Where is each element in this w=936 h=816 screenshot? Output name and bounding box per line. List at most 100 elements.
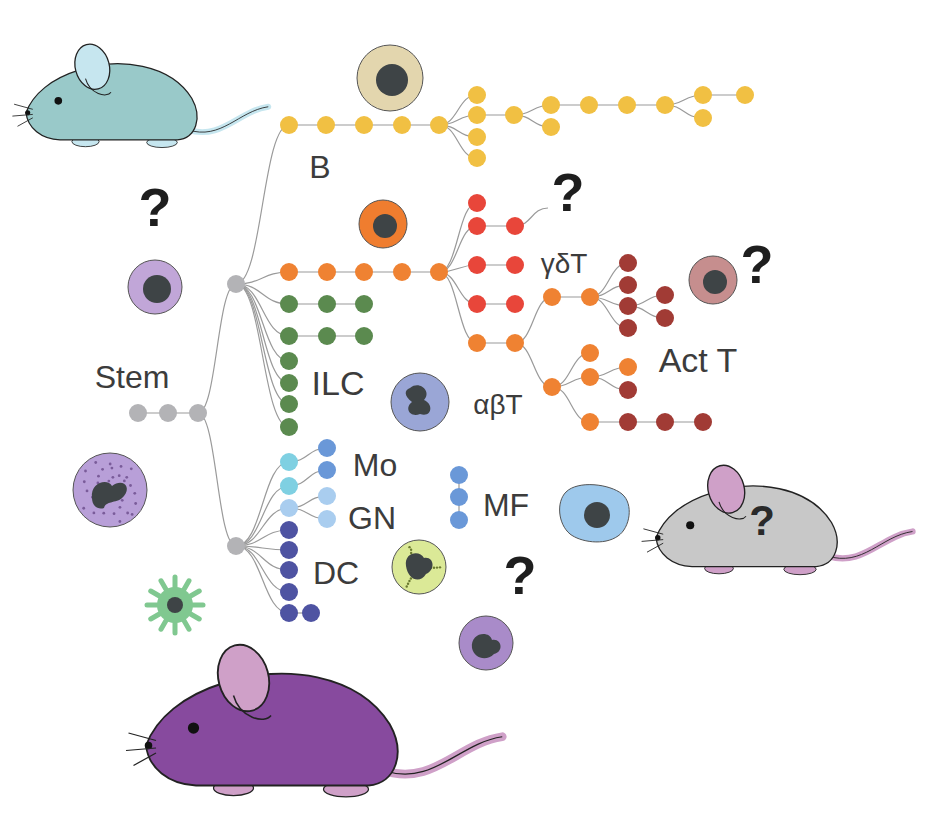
cell-dot	[468, 106, 486, 124]
cell-dot	[280, 541, 298, 559]
cell-dot	[694, 413, 712, 431]
cell-dot	[430, 263, 448, 281]
cell-dot	[468, 194, 486, 212]
cell-dot	[581, 368, 599, 386]
cell-dot	[393, 263, 411, 281]
branch-line	[236, 125, 289, 284]
cell-dot	[280, 116, 298, 134]
lineage-label: DC	[313, 557, 359, 589]
cell-dot	[280, 477, 298, 495]
cell-dot	[280, 263, 298, 281]
cell-dot	[581, 344, 599, 362]
cell-dot	[450, 466, 468, 484]
mouse-figure	[12, 40, 268, 147]
cell-dot	[318, 263, 336, 281]
cell-dot	[227, 275, 245, 293]
cell-dot	[468, 128, 486, 146]
cell-dot	[355, 263, 373, 281]
cell-dot	[280, 327, 298, 345]
cell-dot	[189, 404, 207, 422]
cell-dot	[656, 96, 674, 114]
cell-dot	[280, 374, 298, 392]
question-mark: ?	[552, 165, 585, 219]
cell-dot	[318, 510, 336, 528]
cell-dot	[656, 413, 674, 431]
cell-dot	[694, 109, 712, 127]
lineage-label: ILC	[312, 366, 365, 400]
branch-line	[198, 284, 236, 413]
cell-dot	[318, 487, 336, 505]
cell-dot	[280, 453, 298, 471]
cell-dot	[280, 521, 298, 539]
cell-dot	[280, 418, 298, 436]
cell-dot	[619, 276, 637, 294]
mouse-figure	[126, 639, 502, 797]
cell-dot	[694, 86, 712, 104]
cell-dot	[619, 358, 637, 376]
branch-line	[236, 284, 289, 361]
cell-dot	[580, 96, 598, 114]
cell-dot	[542, 118, 560, 136]
cell-dot	[280, 352, 298, 370]
cell-dot	[318, 439, 336, 457]
cell-dot	[619, 254, 637, 272]
cell-dot	[393, 116, 411, 134]
cell-dot	[468, 217, 486, 235]
cell-dot	[355, 295, 373, 313]
cell-dot	[506, 217, 524, 235]
cell-dot	[619, 297, 637, 315]
cell-icon	[357, 45, 423, 111]
cell-dot	[318, 461, 336, 479]
cell-dot	[302, 604, 320, 622]
branch-line	[198, 413, 236, 546]
branch-line	[551, 104, 665, 105]
cell-dot	[581, 413, 599, 431]
lineage-label: B	[309, 151, 330, 183]
cell-dot	[355, 116, 373, 134]
lineage-branches	[138, 95, 745, 613]
cell-dot	[280, 295, 298, 313]
lineage-label: αβT	[473, 391, 522, 419]
lineage-label: GN	[348, 502, 396, 534]
cell-dot	[542, 96, 560, 114]
cell-dot	[355, 327, 373, 345]
lineage-label: Act T	[659, 343, 738, 377]
branch-line	[236, 546, 289, 613]
cell-dot	[318, 295, 336, 313]
cell-dot	[129, 404, 147, 422]
lineage-label: MF	[483, 489, 529, 521]
cell-dot	[317, 116, 335, 134]
dendritic-cell-icon	[147, 577, 203, 633]
question-mark: ?	[749, 500, 775, 542]
cell-icon	[73, 453, 147, 527]
question-mark: ?	[504, 548, 537, 602]
cell-icon	[391, 373, 449, 431]
mouse-figure	[642, 461, 913, 575]
cell-icon	[392, 540, 446, 594]
cell-dot	[468, 256, 486, 274]
cell-dot	[619, 413, 637, 431]
cell-dot	[543, 288, 561, 306]
cell-dot	[280, 395, 298, 413]
cell-icon	[359, 200, 407, 248]
branch-line	[236, 284, 289, 336]
cell-dot	[543, 378, 561, 396]
cell-dot	[619, 381, 637, 399]
cell-dot	[618, 96, 636, 114]
cell-dot	[280, 499, 298, 517]
cell-dot	[280, 561, 298, 579]
question-mark: ?	[139, 180, 172, 234]
cell-dot	[619, 319, 637, 337]
cell-dots	[129, 86, 754, 622]
cell-dot	[468, 86, 486, 104]
cell-dot	[430, 116, 448, 134]
lineage-label: Mo	[353, 449, 397, 481]
cell-dot	[280, 604, 298, 622]
cell-dot	[506, 295, 524, 313]
cell-dot	[656, 286, 674, 304]
cell-dot	[450, 511, 468, 529]
cell-dot	[450, 488, 468, 506]
branch-line	[236, 486, 289, 546]
macrophage-icon	[560, 485, 630, 542]
